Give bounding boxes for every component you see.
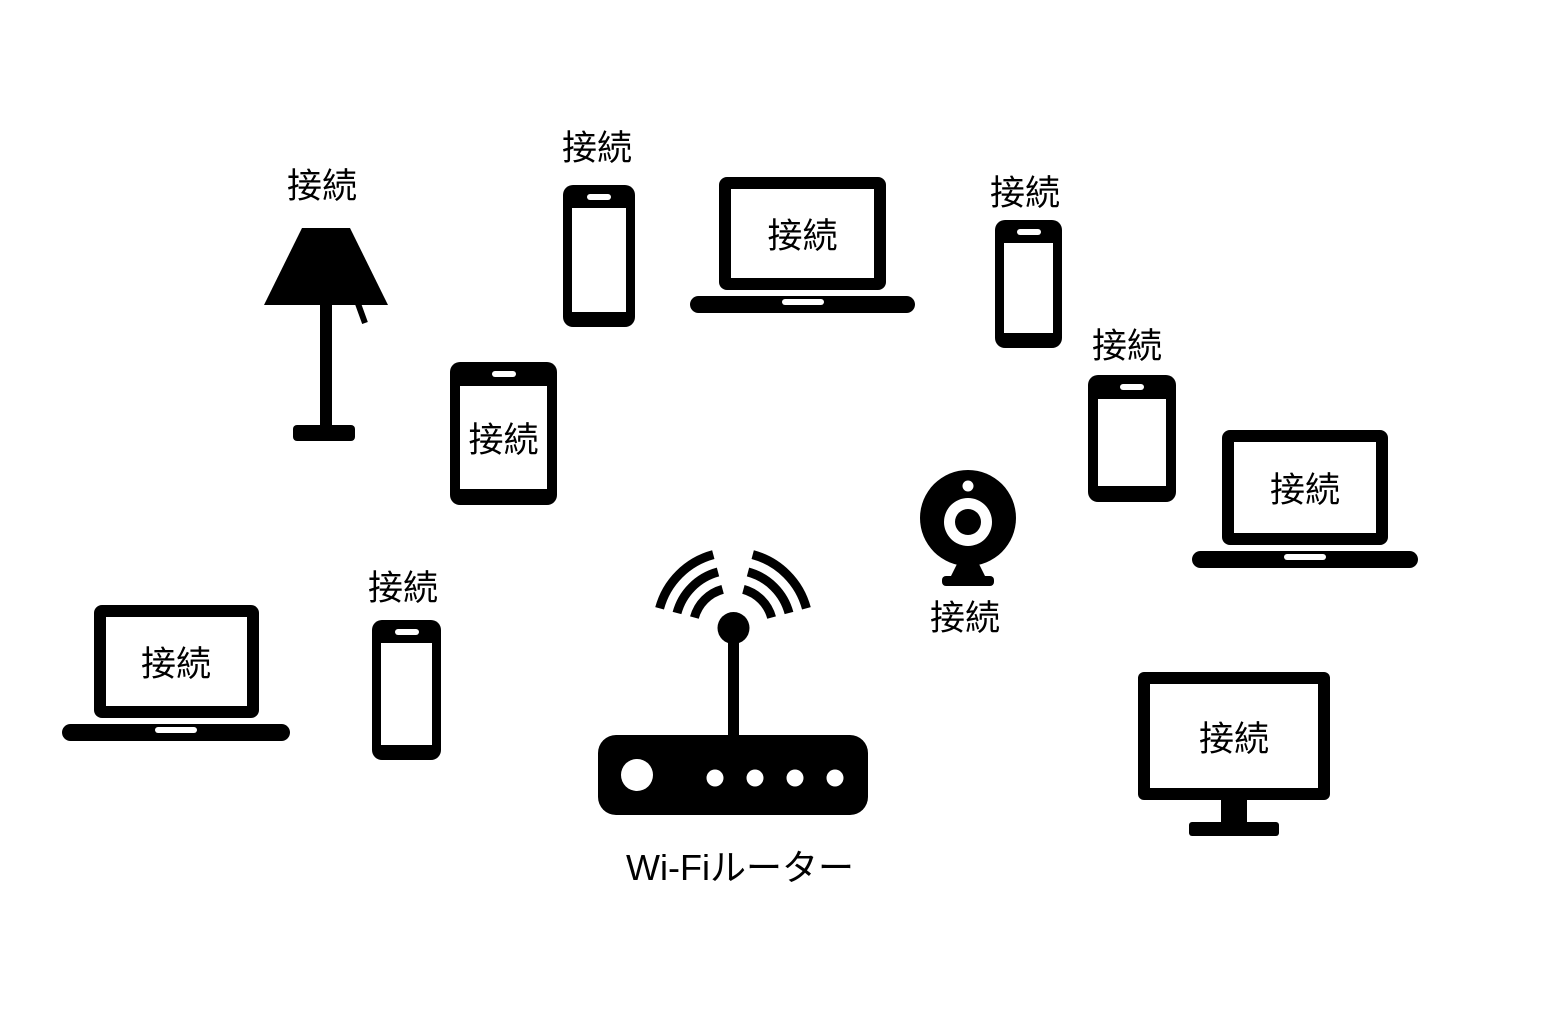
tablet-speaker-slit [491,371,516,377]
device-desk-lamp [262,225,390,442]
connection-label: 接続 [460,386,547,489]
router-label: Wi-Fiルーター [626,847,854,888]
connection-label: 接続 [105,617,247,706]
laptop-base [62,724,290,741]
device-smartphone-top [563,185,635,327]
phone-speaker-slit [587,194,611,200]
phone-screen [381,643,432,745]
monitor-icon: 接続 [1138,672,1330,836]
device-laptop-top: 接続 [690,177,915,313]
laptop-icon: 接続 [62,605,290,741]
laptop-screen: 接続 [719,177,886,290]
device-tablet-left: 接続 [450,362,557,505]
wifi-router-icon [598,550,868,815]
laptop-icon: 接続 [1192,430,1418,568]
connection-label: 接続 [989,174,1061,213]
device-smartphone-bottom [372,620,441,760]
laptop-base [690,296,915,313]
device-laptop-right: 接続 [1192,430,1418,568]
device-tablet-right [1088,375,1176,502]
webcam-icon [920,470,1016,586]
laptop-screen: 接続 [93,605,259,718]
laptop-notch [781,299,824,305]
tablet-speaker-slit [1120,384,1144,390]
connection-label: 接続 [929,599,1001,638]
device-wifi-router [598,545,868,817]
device-webcam [920,470,1016,590]
monitor-screen: 接続 [1138,672,1330,800]
device-monitor: 接続 [1138,672,1330,836]
phone-speaker-slit [1016,229,1041,235]
laptop-notch [155,727,197,733]
connection-label: 接続 [1150,684,1318,788]
laptop-icon: 接続 [690,177,915,313]
connection-label: 接続 [286,167,358,206]
lamp-icon [264,228,388,441]
laptop-notch [1284,554,1326,560]
device-laptop-bottom-left: 接続 [62,605,290,741]
phone-speaker-slit [394,629,419,635]
wifi-waves-left [655,550,725,620]
connection-label: 接続 [561,129,633,168]
phone-screen [572,208,626,312]
laptop-screen: 接続 [1222,430,1388,545]
phone-screen [1004,243,1053,333]
monitor-stand-neck [1221,800,1247,822]
connection-label: 接続 [1091,327,1163,366]
wifi-waves-right [741,550,811,620]
laptop-base [1192,551,1418,568]
tablet-screen [1098,399,1166,486]
connection-label: 接続 [1234,442,1376,533]
connection-label: 接続 [731,189,874,278]
connection-label: 接続 [367,569,439,608]
monitor-stand-base [1189,822,1279,836]
device-smartphone-upper-right [995,220,1062,348]
